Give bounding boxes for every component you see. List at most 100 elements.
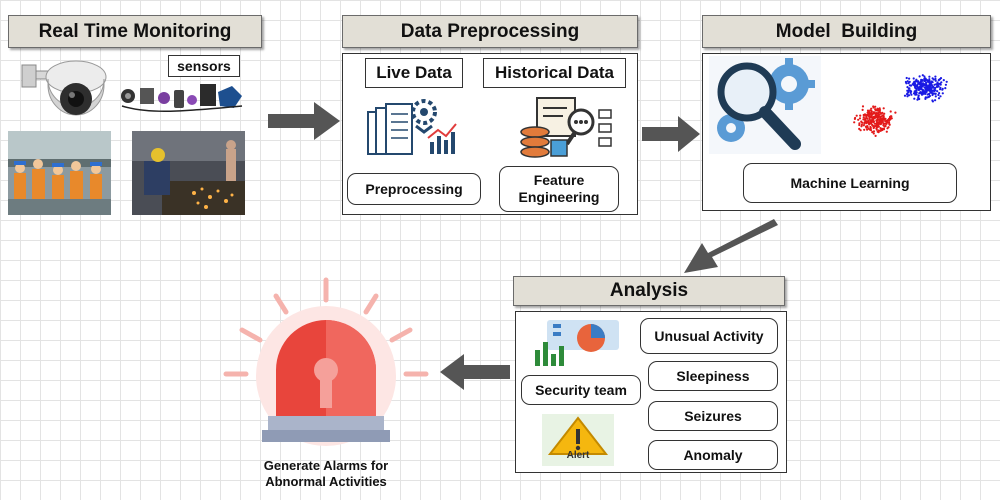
security-team-label: Security team [535,381,627,398]
scatter-point [882,107,885,110]
scatter-point [905,76,908,80]
scatter-point [912,83,915,86]
seizures-label: Seizures [684,407,742,424]
scatter-point [939,83,942,86]
scatter-point [853,121,856,124]
scatter-point [860,120,863,123]
scatter-point [910,93,913,96]
scatter-point [853,117,856,120]
scatter-point [940,81,943,84]
scatter-point [864,119,867,122]
scatter-point [877,113,880,117]
scatter-point [894,111,897,114]
model-building-header: Model Building [702,15,991,48]
scatter-point [936,81,939,84]
scatter-point [925,90,928,93]
scatter-point [931,99,934,102]
sensors-label: sensors [177,58,231,74]
scatter-point [941,92,944,95]
scatter-point [922,82,925,86]
scatter-point [906,93,909,96]
scatter-point [932,92,935,95]
scatter-point [915,84,918,87]
scatter-point [915,91,918,94]
scatter-point [881,117,885,120]
scatter-point [932,89,936,92]
scatter-point [870,107,873,110]
scatter-point [875,128,878,131]
real-time-monitoring-header: Real Time Monitoring [8,15,262,48]
scatter-point [872,105,875,108]
scatter-point [876,107,879,110]
scatter-point [867,127,870,130]
scatter-point [942,79,945,82]
data-processing-icon [367,99,457,155]
scatter-point [874,112,877,115]
scatter-point [873,122,876,125]
scatter-point [928,78,931,81]
scatter-point [926,96,929,99]
scatter-point [874,109,877,112]
machine-learning-box: Machine Learning [743,163,957,203]
scatter-point [871,131,874,134]
arrow-model-to-analysis [684,219,778,273]
scatter-point [934,77,937,81]
scatter-point [923,92,926,95]
scatter-point [874,134,877,137]
alert-label: Alert [566,450,590,461]
scatter-point [923,78,926,81]
data-preprocessing-title: Data Preprocessing [400,20,580,42]
scatter-point [872,132,875,135]
model-building-title: Model Building [775,20,918,42]
scatter-point [919,91,922,94]
seizures-box: Seizures [648,401,778,431]
scatter-point [884,124,887,128]
scatter-point [912,77,915,80]
scatter-point [921,74,924,77]
scatter-point [941,88,944,91]
scatter-point [887,126,890,129]
scatter-point [872,130,876,133]
machine-learning-label: Machine Learning [790,174,910,191]
analysis-header: Analysis [513,276,785,306]
scatter-point [928,94,931,98]
scatter-point [922,89,925,92]
scatter-point [934,95,937,98]
alert-warning-icon [542,414,614,466]
scatter-point [889,118,892,121]
scatter-point [913,90,916,93]
scatter-point [870,129,873,132]
scatter-point [879,121,882,124]
scatter-point [923,86,926,89]
scatter-point [917,82,920,85]
arrow-monitoring-to-preprocessing [268,102,340,140]
scatter-point [858,123,861,127]
scatter-point [931,84,934,87]
data-preprocessing-header: Data Preprocessing [342,15,638,48]
scatter-point [862,124,865,127]
feature-engineering-box: Feature Engineering [499,166,619,212]
scatter-point [917,96,920,99]
scatter-point [862,116,865,119]
scatter-point [872,111,875,114]
analysis-title: Analysis [609,280,689,301]
scatter-point [906,80,909,83]
scatter-point [866,117,869,120]
scatter-point [863,128,866,131]
historical-data-box: Historical Data [483,58,626,88]
scatter-point [881,119,884,122]
scatter-point [917,88,920,91]
scatter-point [908,77,911,80]
scatter-point [887,121,890,124]
analytics-chart-icon [535,320,619,366]
preprocessing-box: Preprocessing [347,173,481,205]
scatter-point [939,86,942,89]
scatter-point [931,77,934,80]
cluster-scatter-plot [853,74,948,137]
scatter-point [888,123,891,126]
scatter-point [859,129,862,132]
scatter-point [863,122,866,125]
scatter-point [929,91,932,94]
scatter-point [944,83,947,86]
scatter-point [878,118,881,121]
